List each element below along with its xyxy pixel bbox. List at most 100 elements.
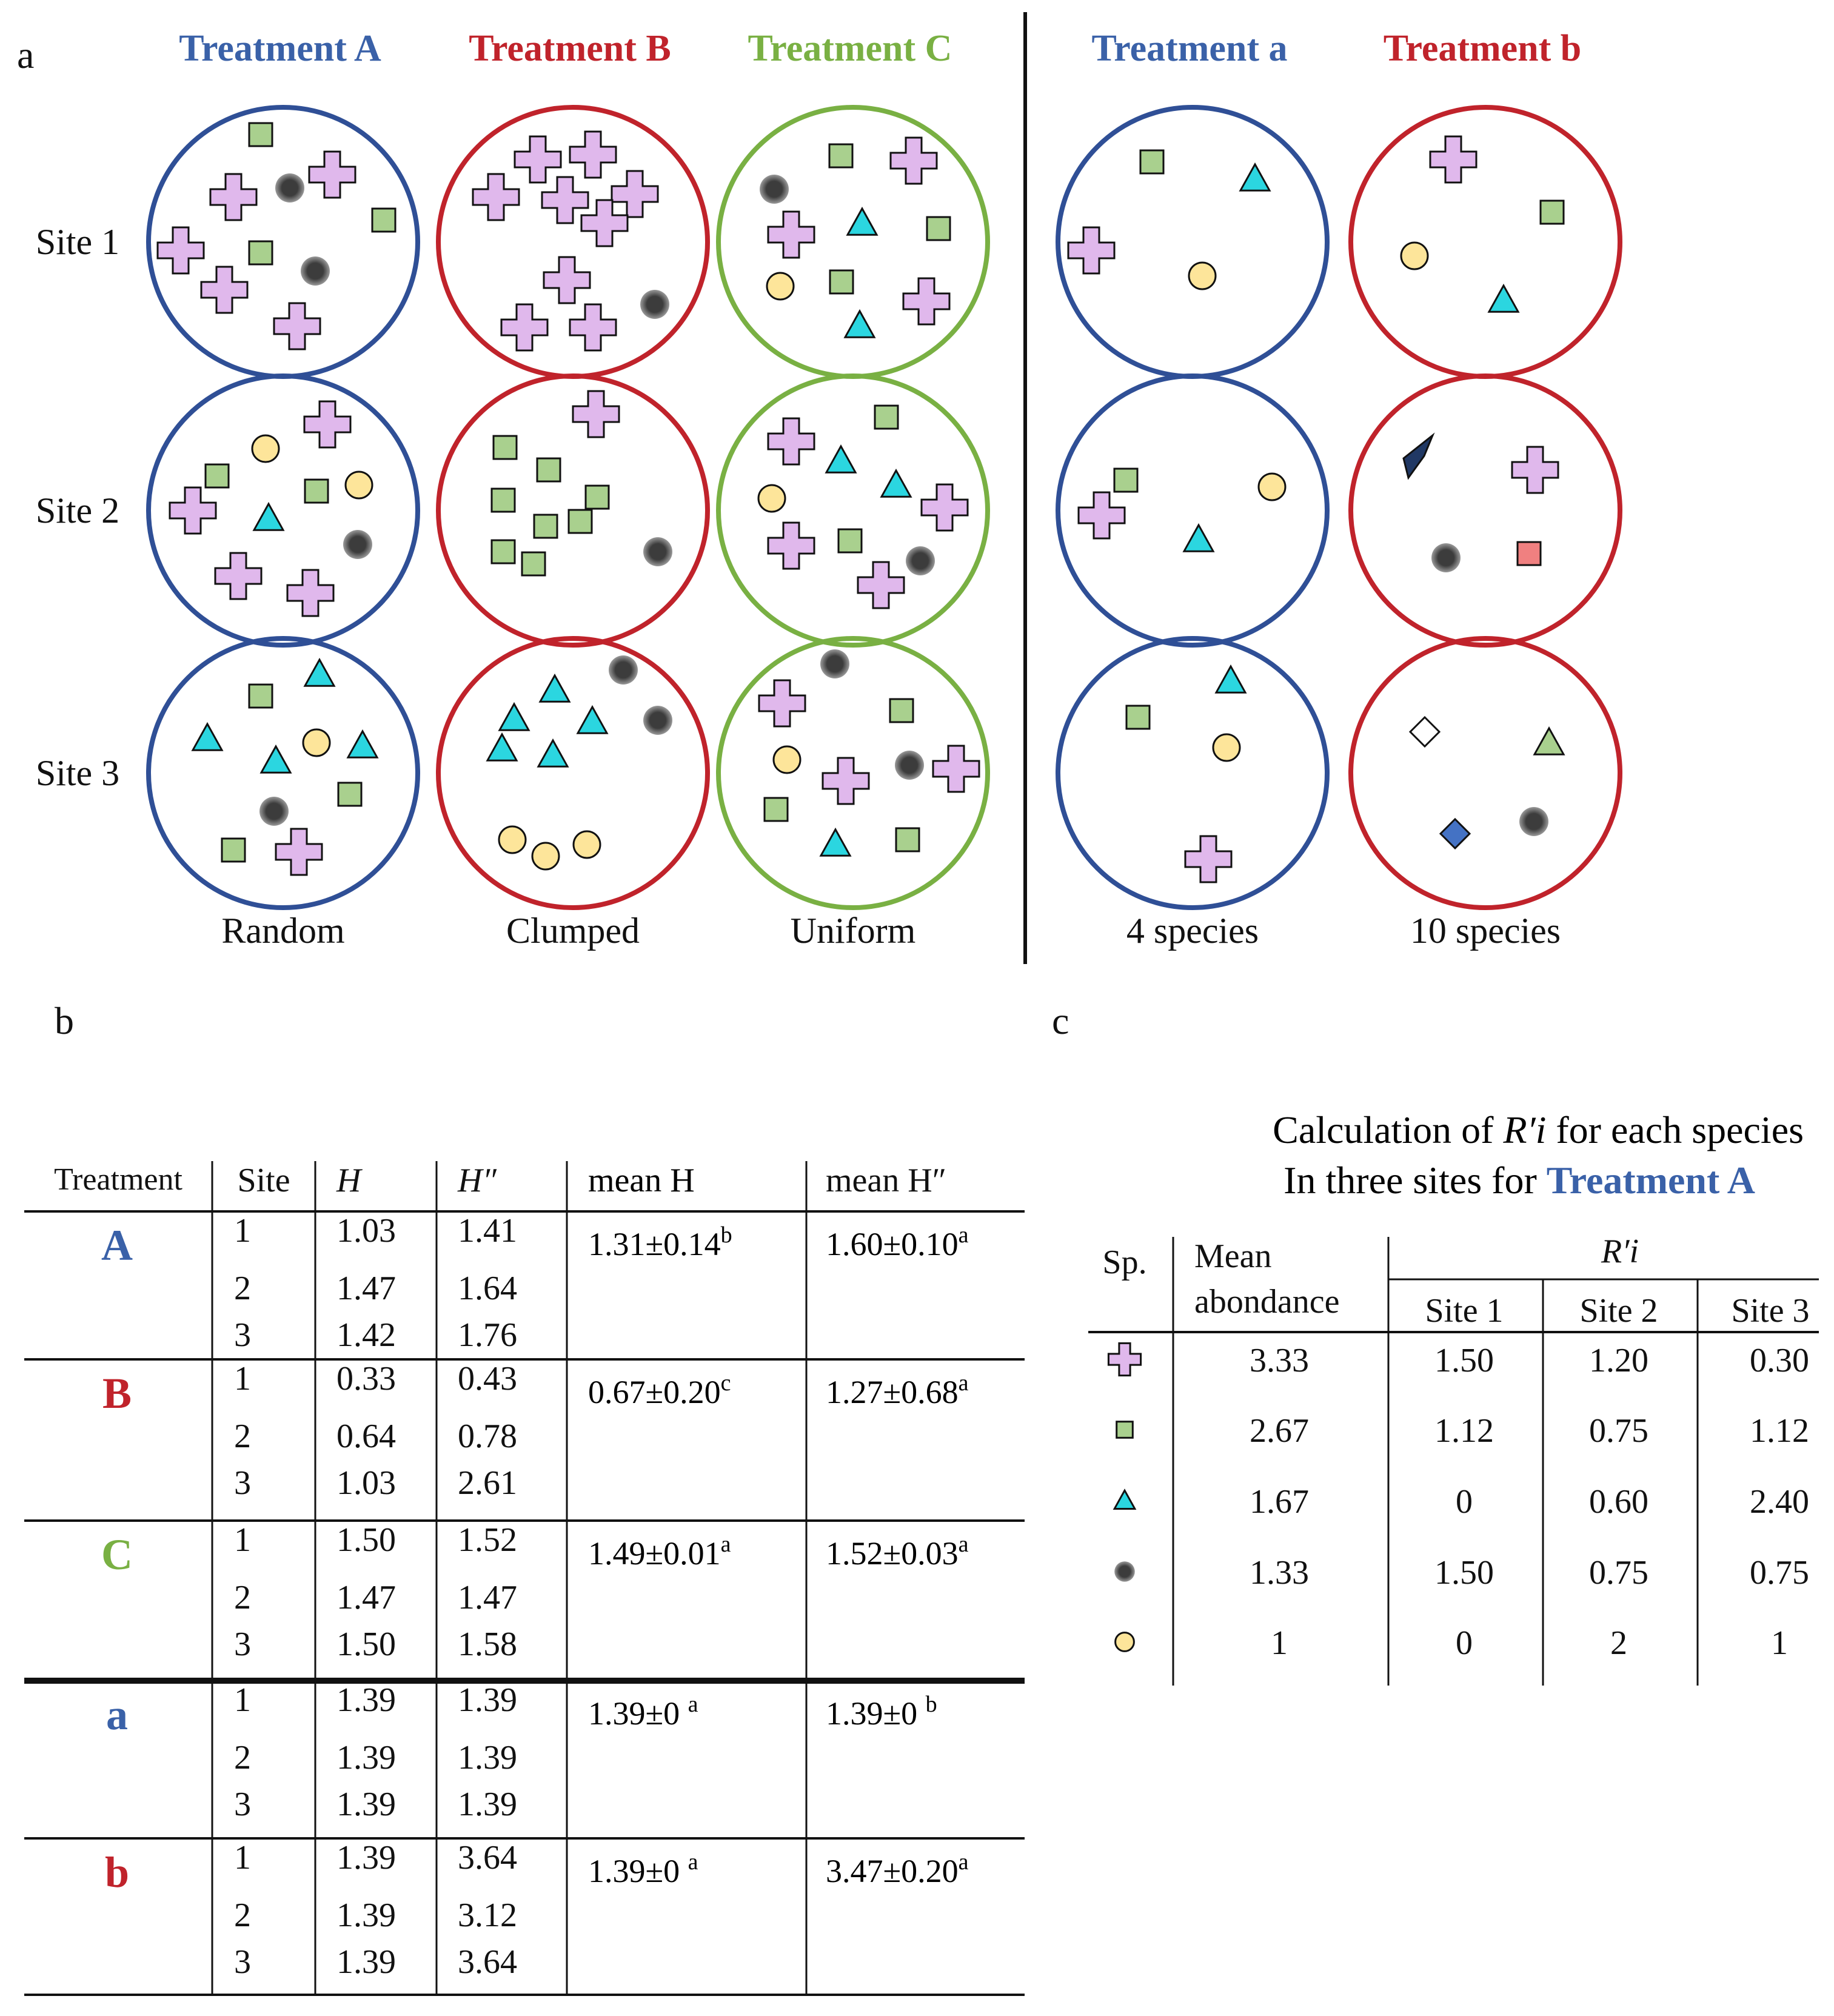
- mean-h-cell: 1.39±0 a: [588, 1849, 698, 1889]
- plot-circle-group: [1348, 373, 1622, 648]
- dot-icon: [1519, 807, 1548, 836]
- plot-circle-group: [146, 105, 420, 379]
- plot-circle: [1056, 636, 1330, 910]
- ri-value-cell: 2: [1610, 1624, 1627, 1662]
- header-treatment: Treatment: [54, 1162, 182, 1197]
- square-icon: [248, 122, 273, 147]
- cross-icon: [543, 256, 591, 304]
- cross-icon: [500, 303, 549, 352]
- triangle-icon: [1487, 283, 1520, 313]
- site-cell: 3: [234, 1316, 251, 1354]
- circle-icon: [1114, 1632, 1135, 1652]
- circle-icon: [498, 825, 527, 854]
- cross-icon: [209, 173, 258, 221]
- mean-h-cell: 1.49±0.01a: [588, 1532, 731, 1572]
- plot-circle: [716, 636, 990, 910]
- treatment-title: Treatment C: [748, 28, 952, 69]
- header-site: Site 2: [1579, 1292, 1658, 1330]
- h2-cell: 1.39: [458, 1681, 517, 1719]
- h2-cell: 0.43: [458, 1360, 517, 1398]
- square-icon: [1116, 1421, 1134, 1439]
- cross-icon: [822, 757, 870, 805]
- square-icon: [1139, 149, 1165, 175]
- dot-icon: [760, 175, 789, 204]
- header-mean: Mean: [1194, 1237, 1272, 1275]
- mean-h-value: 1.39±0: [588, 1853, 688, 1889]
- dot-icon: [820, 649, 849, 678]
- cross-icon: [580, 199, 629, 247]
- panel-b-label: b: [55, 999, 74, 1042]
- mean-h-significance: b: [721, 1222, 732, 1248]
- dot-icon: [906, 546, 935, 575]
- group-treatment-label: B: [102, 1369, 132, 1418]
- mean-h2-cell: 1.39±0 b: [826, 1692, 937, 1732]
- ri-value-cell: 0.75: [1750, 1554, 1809, 1592]
- circle-icon: [757, 484, 786, 513]
- site-cell: 1: [234, 1839, 251, 1877]
- square-icon: [304, 478, 329, 504]
- cross-icon: [1077, 491, 1126, 540]
- cross-icon: [214, 552, 263, 600]
- header-mean-h: mean H: [588, 1162, 695, 1199]
- h-cell: 1.39: [336, 1739, 396, 1777]
- header-ri-group: R′i: [1601, 1233, 1639, 1270]
- cross-icon: [275, 828, 323, 876]
- site-cell: 3: [234, 1626, 251, 1663]
- mean-h2-value: 1.60±0.10: [826, 1226, 959, 1262]
- h2-cell: 1.58: [458, 1626, 517, 1663]
- cross-icon: [303, 400, 352, 449]
- circle-icon: [772, 745, 802, 774]
- header-species: Sp.: [1102, 1244, 1146, 1281]
- circle-icon: [1188, 261, 1217, 290]
- h-cell: 1.39: [336, 1786, 396, 1823]
- plot-circle: [146, 373, 420, 648]
- mean-h2-cell: 1.60±0.10a: [826, 1222, 969, 1262]
- triangle-icon: [1214, 664, 1247, 694]
- square-icon: [1539, 199, 1565, 225]
- triangle-icon: [252, 501, 285, 531]
- square-icon: [248, 683, 273, 709]
- panel-c-title-line1: Calculation of R′i for each species: [1273, 1108, 1804, 1151]
- mean-abundance-cell: 3.33: [1250, 1342, 1309, 1379]
- mean-h2-significance: a: [959, 1370, 969, 1396]
- cross-icon: [1184, 835, 1233, 883]
- triangle-icon: [880, 468, 912, 498]
- mean-h-value: 0.67±0.20: [588, 1374, 721, 1410]
- site-cell: 3: [234, 1786, 251, 1823]
- square-icon: [829, 269, 854, 295]
- ri-value-cell: 1: [1771, 1624, 1788, 1662]
- site-cell: 1: [234, 1681, 251, 1719]
- h-cell: 1.47: [336, 1579, 396, 1616]
- plot-circle: [1056, 373, 1330, 648]
- cross-icon: [169, 486, 217, 535]
- plot-circle-group: [146, 373, 420, 648]
- h2-cell: 1.39: [458, 1739, 517, 1777]
- cross-icon: [920, 483, 969, 532]
- cross-icon: [286, 569, 335, 617]
- h2-cell: 3.12: [458, 1897, 517, 1934]
- panel-c-label: c: [1052, 999, 1069, 1042]
- ri-value-cell: 1.12: [1750, 1412, 1809, 1450]
- site-cell: 1: [234, 1212, 251, 1250]
- mean-h-significance: a: [688, 1849, 698, 1875]
- cross-icon: [569, 130, 617, 179]
- mean-h-value: 1.31±0.14: [588, 1226, 721, 1262]
- h-cell: 1.42: [336, 1316, 396, 1354]
- site-cell: 2: [234, 1270, 251, 1307]
- mean-h2-significance: b: [926, 1692, 937, 1717]
- title-text: for each species: [1546, 1108, 1804, 1151]
- mean-h-cell: 1.31±0.14b: [588, 1222, 732, 1262]
- site-cell: 2: [234, 1739, 251, 1777]
- triangle-icon: [486, 732, 518, 762]
- triangle-icon: [538, 673, 571, 703]
- circle-icon: [1400, 241, 1429, 270]
- plot-circle-group: [1056, 105, 1330, 379]
- header-site: Site: [237, 1162, 290, 1199]
- triangle-icon: [346, 729, 379, 759]
- square-icon: [1125, 705, 1151, 730]
- pattern-label: Uniform: [791, 911, 916, 951]
- cross-icon: [1429, 135, 1478, 184]
- cross-icon: [200, 266, 249, 314]
- h-cell: 1.03: [336, 1212, 396, 1250]
- dot-icon: [1431, 543, 1461, 572]
